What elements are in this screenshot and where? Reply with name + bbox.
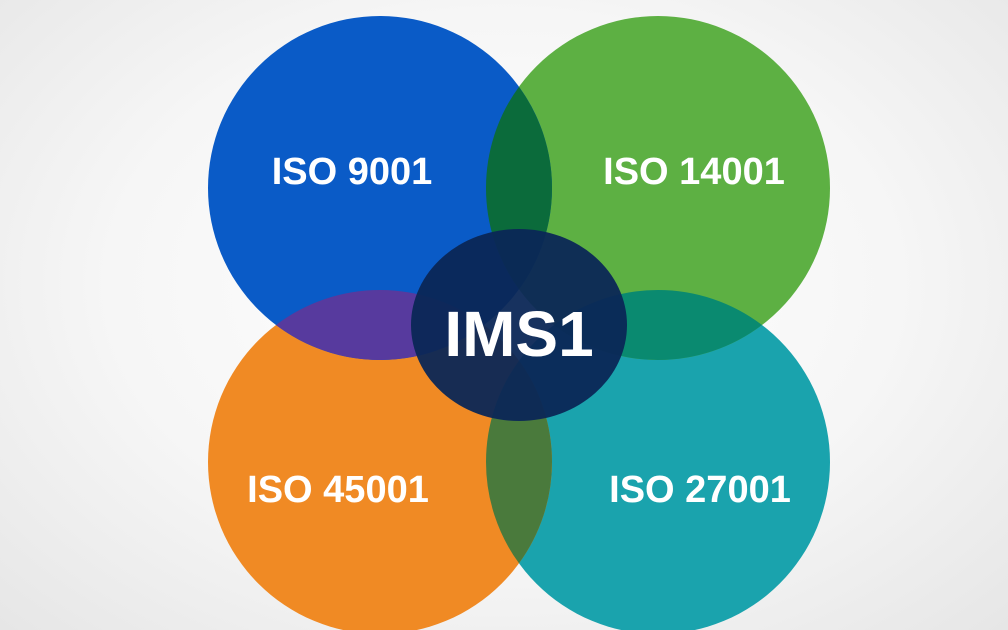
- label-iso-27001: ISO 27001: [609, 469, 791, 511]
- label-iso-45001: ISO 45001: [247, 469, 429, 511]
- label-iso-14001: ISO 14001: [603, 151, 785, 193]
- center-overlap: [411, 229, 627, 421]
- label-iso-9001: ISO 9001: [272, 151, 433, 193]
- label-ims-center: IMS1: [444, 298, 593, 370]
